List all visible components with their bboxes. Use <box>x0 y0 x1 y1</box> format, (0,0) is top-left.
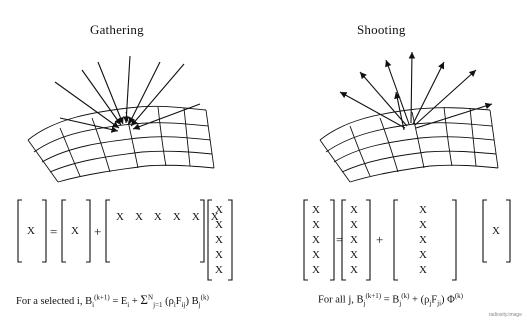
column-entry: X <box>215 204 223 216</box>
shooting-form-factor-column: X X X X X <box>419 203 427 278</box>
row-entry: X <box>153 211 162 223</box>
caption-symbol: B <box>85 296 93 307</box>
column-entry: X <box>312 204 320 216</box>
shooting-equals: = <box>336 232 344 247</box>
caption-sup: N <box>148 293 154 302</box>
caption-text: + <box>131 296 138 307</box>
caption-text: ) B <box>185 296 199 307</box>
caption-prefix: For a selected i, <box>16 296 83 307</box>
caption-text: = B <box>383 294 400 306</box>
gathering-column-vector: X X X X X <box>215 203 223 278</box>
column-entry: X <box>419 234 427 246</box>
column-entry: X <box>419 204 427 216</box>
caption-sub: ij <box>181 301 186 310</box>
caption-sub: i <box>173 301 176 310</box>
caption-text: (ρ <box>165 296 174 307</box>
column-entry: X <box>350 219 358 231</box>
caption-sub: i <box>92 301 95 310</box>
column-entry: X <box>312 264 320 276</box>
column-entry: X <box>419 249 427 261</box>
shooting-caption: For all j, Bj(k+1) = Bj(k) + (ρjFji) Φ(k… <box>318 292 463 308</box>
row-entry: X <box>191 211 200 223</box>
caption-sub: j <box>429 299 432 308</box>
caption-text: + (ρ <box>412 294 430 306</box>
row-entry: X <box>210 211 219 223</box>
column-entry: X <box>419 264 427 276</box>
caption-sub: j=1 <box>153 301 163 310</box>
caption-prefix: For all j, <box>318 294 354 306</box>
column-entry: X <box>312 249 320 261</box>
gathering-plus: + <box>94 224 102 239</box>
column-entry: X <box>350 264 358 276</box>
column-entry: X <box>215 234 223 246</box>
shooting-plus: + <box>376 232 384 247</box>
caption-text: F <box>175 296 182 307</box>
caption-sub: ji <box>437 299 442 308</box>
gathering-arrows <box>54 55 201 133</box>
caption-sup: (k+1) <box>94 293 110 302</box>
caption-sup: (k) <box>401 292 410 300</box>
caption-text: ) Φ <box>441 294 455 306</box>
row-entry: X <box>172 211 181 223</box>
caption-sub: j <box>363 299 366 308</box>
row-entry: X <box>116 211 124 223</box>
column-entry: X <box>350 234 358 246</box>
row-entry: X <box>134 211 143 223</box>
shooting-surface <box>319 106 499 183</box>
column-entry: X <box>312 234 320 246</box>
watermark: radiosity.image <box>488 312 522 318</box>
column-entry: X <box>419 219 427 231</box>
shooting-result-vector: X X X X X <box>312 203 320 278</box>
shooting-brackets <box>303 199 511 281</box>
shooting-title: Shooting <box>357 22 406 37</box>
column-entry: X <box>350 249 358 261</box>
column-entry: X <box>350 204 358 216</box>
gathering-brackets <box>17 199 233 281</box>
caption-text: F <box>431 294 438 306</box>
caption-sub: j <box>198 301 201 310</box>
gathering-equals: = <box>50 224 58 239</box>
column-entry: X <box>215 249 223 261</box>
caption-symbol: B <box>356 294 364 306</box>
caption-sup: (k+1) <box>365 292 382 300</box>
column-entry: X <box>312 219 320 231</box>
shooting-current-vector: X X X X X <box>350 203 358 278</box>
caption-sub: j <box>399 299 402 308</box>
gathering-caption: For a selected i, Bi(k+1) = Ei + ΣNj=1 (… <box>16 292 209 309</box>
column-entry: X <box>215 219 223 231</box>
gathering-current-entry: X <box>71 225 79 237</box>
gathering-result-entry: X <box>27 225 35 237</box>
gathering-form-factor-row: X X X X X X <box>116 207 219 225</box>
caption-sum: Σ <box>140 292 148 307</box>
caption-text: = E <box>112 296 128 307</box>
caption-sup: (k) <box>200 293 209 302</box>
column-entry: X <box>215 264 223 276</box>
gathering-title: Gathering <box>90 22 144 37</box>
caption-sub: i <box>127 301 130 310</box>
shooting-single-entry: X <box>492 225 500 237</box>
caption-sup: (k) <box>454 292 463 300</box>
shooting-arrows <box>339 51 493 131</box>
